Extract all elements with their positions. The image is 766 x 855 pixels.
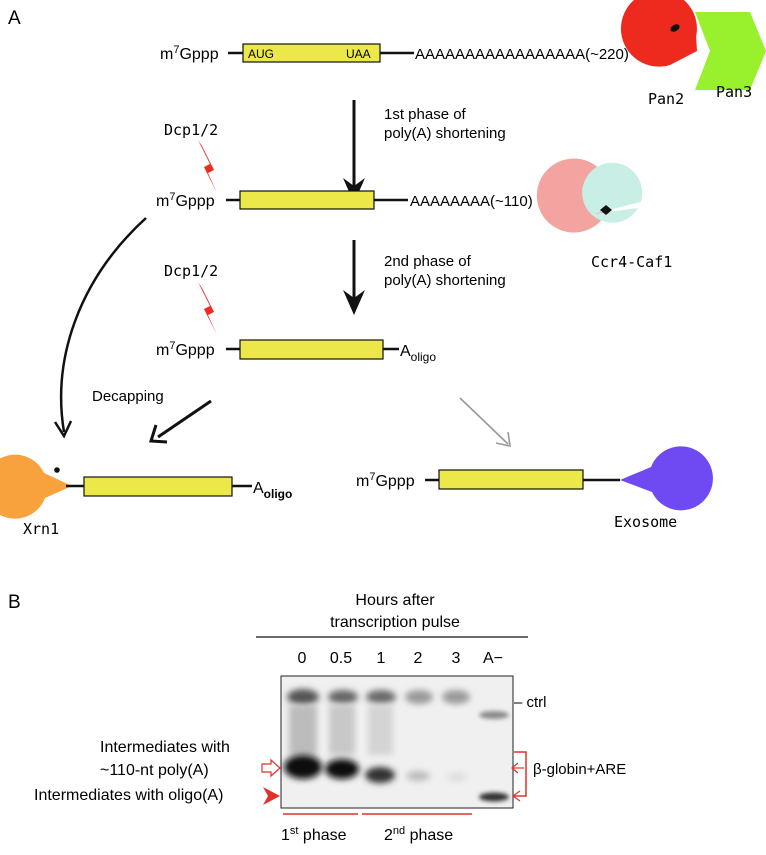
oligo-a-tail: Aoligo [253, 480, 292, 501]
arrow-decay-from-110 [60, 217, 147, 433]
arrow-phase2 [343, 240, 365, 315]
phase2-label-line2: poly(A) shortening [384, 272, 506, 289]
panel-a-label: A [8, 8, 21, 29]
lane-label: 0.5 [330, 650, 352, 667]
cap-label: m7Gppp [356, 471, 415, 490]
intermediate-oligo-label: Intermediates with oligo(A) [34, 787, 223, 804]
mrna-oligoa: m7Gppp Aoligo [156, 339, 436, 364]
exosome-pacman [620, 446, 713, 511]
pan2-pacman [620, 0, 697, 67]
arrow-exosome-path [459, 397, 509, 445]
reporter-bracket [511, 751, 527, 802]
xrn1-label: Xrn1 [23, 520, 59, 538]
xrn1-pacman [0, 454, 72, 519]
pan3-label: Pan3 [716, 83, 752, 101]
arrow-phase1 [343, 100, 365, 203]
exosome-eye [633, 461, 639, 467]
northern-blot-gel [280, 675, 514, 809]
cap-label: m7Gppp [156, 340, 215, 359]
lane-labels: 0 0.5 1 2 3 A− [298, 650, 503, 667]
phase1-caption: 1st phase [281, 825, 347, 844]
phase2-caption: 2nd phase [384, 825, 453, 844]
pan3-hexagon [695, 12, 766, 90]
dcp-label-2: Dcp1/2 [164, 262, 218, 280]
lightning-bolt-icon [198, 282, 217, 335]
caf1-pacman [582, 162, 643, 223]
lightning-bolt-icon [198, 140, 217, 193]
exosome-label: Exosome [614, 513, 677, 531]
orf-box [438, 469, 584, 490]
phase1-label-line2: poly(A) shortening [384, 125, 506, 142]
pan2-eye [670, 24, 680, 32]
intermediate-110-label-line2: ~110-nt poly(A) [100, 762, 209, 779]
polya-tail-medium: AAAAAAAA(~110) [410, 193, 533, 210]
orf-box [83, 476, 233, 497]
lane-label: 3 [452, 650, 461, 667]
ctrl-label: – ctrl [514, 694, 547, 711]
intermediate-110-label-line1: Intermediates with [100, 739, 230, 756]
decapping-label: Decapping [92, 388, 164, 405]
pan2-label: Pan2 [648, 90, 684, 108]
polya-tail-long: AAAAAAAAAAAAAAAAA(~220) [415, 46, 629, 63]
cap-label: m7Gppp [160, 44, 219, 63]
lane-label: 0 [298, 650, 307, 667]
orf-box [239, 339, 384, 360]
arrow-decapping [157, 399, 212, 439]
filled-arrow-icon [263, 787, 280, 805]
lane-label: 1 [377, 650, 386, 667]
panel-b-label: B [8, 592, 21, 613]
mrna-full-length: m7Gppp AUG UAA AAAAAAAAAAAAAAAAA(~220) [160, 43, 629, 63]
reporter-label: β-globin+ARE [533, 761, 626, 778]
blot-title-line2: transcription pulse [330, 614, 460, 631]
cap-label: m7Gppp [156, 191, 215, 210]
open-arrow-icon [261, 758, 281, 778]
blot-title-line1: Hours after [355, 592, 435, 609]
mrna-intermediate-110: m7Gppp AAAAAAAA(~110) [156, 190, 533, 210]
caf1-eye [600, 205, 612, 215]
lane-label: A− [483, 650, 503, 667]
stop-codon: UAA [346, 47, 371, 61]
mrna-exosome-substrate: m7Gppp [356, 469, 620, 490]
oligo-a-tail: Aoligo [400, 343, 436, 364]
dcp-label-1: Dcp1/2 [164, 121, 218, 139]
start-codon: AUG [248, 47, 274, 61]
lane-label: 2 [414, 650, 423, 667]
ccr4-caf1-label: Ccr4-Caf1 [591, 253, 672, 271]
xrn1-eye [54, 467, 60, 473]
phase2-label-line1: 2nd phase of [384, 253, 472, 270]
phase1-label-line1: 1st phase of [384, 106, 467, 123]
orf-box [239, 190, 375, 210]
mrna-decapped: Aoligo [66, 476, 292, 501]
